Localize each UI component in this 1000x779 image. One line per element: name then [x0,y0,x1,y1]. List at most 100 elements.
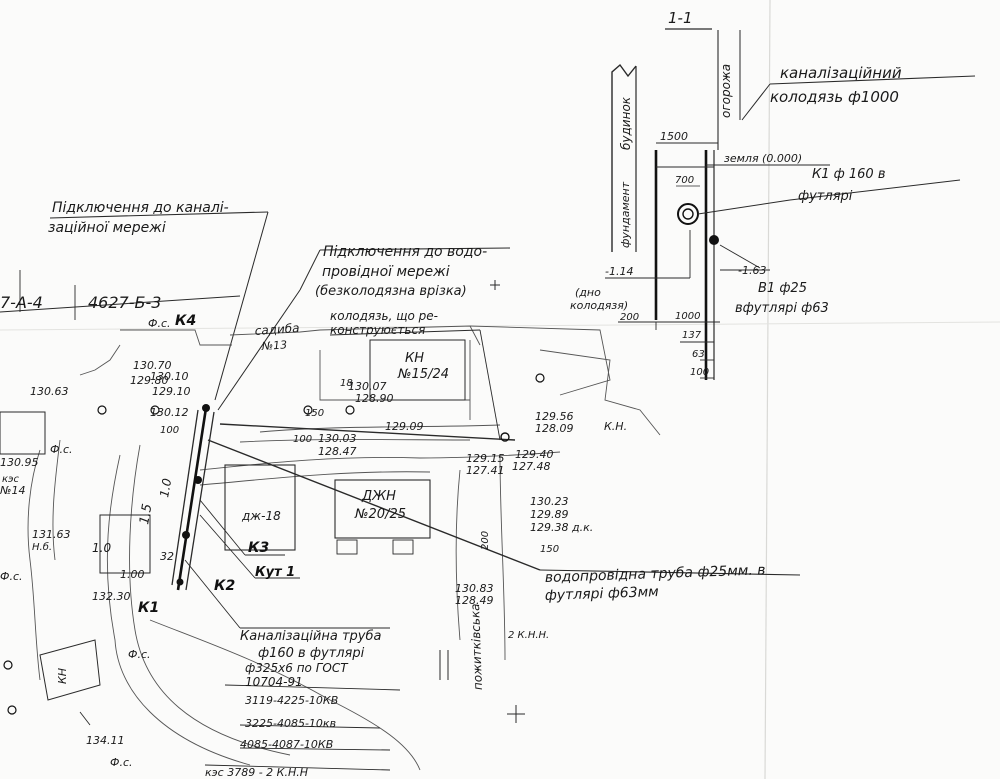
sewer-pipe-line3: ф325х6 по ГОСТ [245,661,349,675]
dim-plan-100b: 100 [293,434,312,445]
sewer-pipe-line1: Каналізаційна труба [240,629,382,644]
elev-129-38: 129.38 д.к. [530,521,593,534]
elev-128-09: 128.09 [535,422,574,435]
fs-label-1: Ф.с. [148,317,171,330]
well-title-line1: каналізаційний [780,64,902,82]
street-name: пожитківська [468,603,485,690]
well-reconstruct-line1: колодязь, що ре- [330,309,438,323]
well-k4-label: К4 [175,313,196,329]
v1-pipe-line1: В1 ф25 [758,281,807,296]
well-bottom-line1: (дно [575,286,601,299]
water-connection-line1: Підключення до водо- [323,244,487,260]
section-1-1-labels: 1-1 будинок огорожа фундамент каналізаці… [570,9,902,378]
fs-label-3: Ф.с. [128,648,151,661]
section-title: 1-1 [668,9,693,27]
dim-plan-100a: 100 [160,425,179,436]
elev-129-15: 129.15 [466,452,505,465]
kn-left-label: КН [56,668,69,684]
usadba-number: №13 [260,338,287,353]
dim-700: 700 [675,175,694,186]
sheet-ref-b3: 4627-Б-3 [88,293,161,312]
n14-label: №14 [0,484,25,497]
sewer-pipe-line2: ф160 в футлярі [258,646,365,661]
house-dzn-label: ДЖН [361,489,396,504]
elev-128-49: 128.49 [455,594,494,607]
well-bottom-line2: колодязя) [570,299,628,312]
elev-130-23: 130.23 [530,495,569,508]
usadba-label: садиба [254,321,300,338]
building-label: будинок [619,96,633,150]
fence-label: огорожа [719,64,733,118]
fs-label-4: Ф.с. [110,756,133,769]
plan-labels: Підключення до каналі- заційної мережі П… [0,200,766,779]
fs-label-5: Ф.с. [0,570,23,583]
water-connection-line2: провідної мережі [322,264,450,280]
elev-130-12: 130.12 [150,406,189,419]
water-pipe-line1: водопровідна труба ф25мм. в [545,562,766,586]
knn-label: 2 К.Н.Н. [508,630,549,641]
kes-label: кэс [2,474,20,485]
cable-label-1: 3119-4225-10КВ [245,694,338,707]
foundation-label: фундамент [619,181,632,248]
level-minus-1-14: -1.14 [605,265,633,278]
well-title-line2: колодязь ф1000 [770,88,899,106]
dim-plan-1-0a: 1.0 [92,541,111,555]
dim-137: 137 [682,330,702,341]
sheet-ref-a4: 7-А-4 [0,293,43,312]
well-k1-label: К1 [138,600,159,616]
sewer-connection-line2: заційної мережі [48,220,166,236]
v1-pipe-line2: вфутлярі ф63 [735,301,829,316]
dim-plan-1-00: 1.00 [120,568,145,581]
dim-plan-150b: 150 [540,544,559,555]
dim-plan-150a: 150 [305,408,324,419]
elev-130-70: 130.70 [133,359,172,372]
dim-200: 200 [620,312,639,323]
elev-129-80: 129.80 [130,374,169,387]
elev-129-10: 129.10 [152,385,191,398]
elev-130-03: 130.03 [318,432,357,445]
dim-plan-200: 200 [480,531,491,550]
sewer-pipe-line4: 10704-91 [245,675,303,689]
elev-131-63: 131.63 [32,528,71,541]
water-connection-line3: (безколодязна врізка) [315,284,467,299]
elev-130-07: 130.07 [348,380,387,393]
k1-pipe-line1: К1 ф 160 в [812,167,886,182]
cable-label-2: 3225-4085-10кв [245,717,336,730]
dim-63: 63 [692,349,705,360]
elev-130-63: 130.63 [30,385,69,398]
elev-130-83: 130.83 [455,582,494,595]
nb-label: Н.б. [32,541,52,553]
dim-plan-1-0b: 1.0 [157,477,174,499]
elev-127-41: 127.41 [466,464,505,477]
angle-1-label: Кут 1 [255,565,295,580]
elev-128-47: 128.47 [318,445,357,458]
water-pipe-line2: футлярі ф63мм [545,584,660,604]
elev-130-10: 130.10 [150,370,189,383]
section-1-1-geometry [605,28,976,380]
elev-129-09: 129.09 [385,420,424,433]
dim-plan-32: 32 [160,550,174,563]
elev-129-40: 129.40 [515,448,554,461]
elev-132-30: 132.30 [92,590,131,603]
elev-129-89: 129.89 [530,508,569,521]
elev-129-56: 129.56 [535,410,574,423]
elev-127-48: 127.48 [512,460,551,473]
well-reconstruct-line2: конструюється [330,323,425,337]
dim-plan-1-5: 1.5 [137,503,155,526]
dim-100: 100 [690,367,709,378]
house-dzn-number: №20/25 [354,507,406,522]
elev-130-95: 130.95 [0,456,39,469]
sewer-connection-line1: Підключення до каналі- [52,200,229,216]
elev-128-90: 128.90 [355,392,394,405]
dim-1500: 1500 [660,130,688,143]
kn-right-label: К.Н. [604,420,627,433]
cable-label-3: 4085-4087-10КВ [240,738,333,751]
house-kn-number: №15/24 [397,367,449,382]
elev-134-11: 134.11 [86,734,125,747]
dim-plan-18: 18 [340,378,353,389]
ground-label: земля (0.000) [724,152,802,165]
dim-1000: 1000 [675,311,700,322]
